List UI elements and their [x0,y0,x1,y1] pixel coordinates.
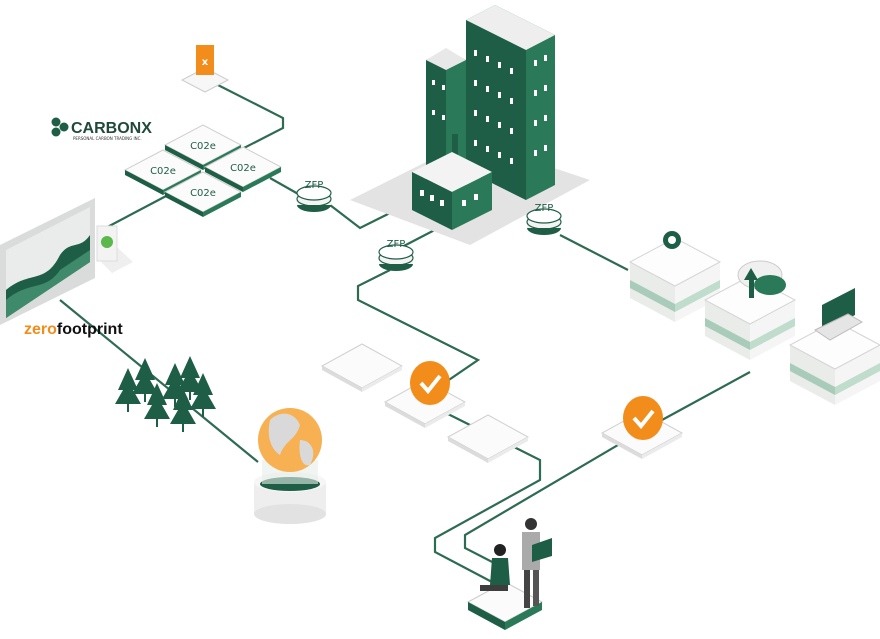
svg-text:zerofootprint: zerofootprint [24,321,123,338]
carbonx-tagline: PERSONAL CARBON TRADING INC. [73,136,142,141]
tree-icon [115,356,216,432]
laptop-icon [813,288,864,341]
co2-tile: C02e [164,171,242,218]
zfp-token: ZFP [526,203,562,236]
check-circle-icon [623,396,663,440]
co2-label: C02e [190,188,216,199]
carbonx-logo: CARBONX PERSONAL CARBON TRADING INC. [51,117,152,141]
server-gear [629,231,721,323]
cloud-upload-icon [737,260,786,298]
person-icon [480,544,510,591]
empty-tile [321,343,403,393]
zfp-label: ZFP [535,203,554,214]
co2-tile: C02e [164,124,242,171]
chart-monitor [0,198,95,325]
co2-label: C02e [230,163,256,174]
people-platform [466,518,552,630]
co2-label: C02e [190,141,216,152]
co2-tile: C02e [204,146,282,193]
connection-lines [59,81,751,583]
person-icon [522,518,552,608]
x-card-icon: x [180,45,230,93]
leaf-card-icon [96,225,133,273]
zfp-token: ZFP [296,180,332,213]
empty-tile [447,414,529,464]
zfp-label: ZFP [387,239,406,250]
zfp-token: ZFP [378,239,414,272]
check-circle-icon [410,361,450,405]
carbonx-name: CARBONX [71,120,152,137]
zfp-label: ZFP [305,180,324,191]
gear-icon [663,231,681,249]
co2-label: C02e [150,166,176,177]
factory-icon [412,134,492,230]
co2-tile: C02e [124,149,202,196]
zerofootprint-logo: zerofootprint [24,321,123,338]
svg-text:x: x [202,57,209,68]
server-laptop [789,288,880,406]
globe-icon [254,408,326,524]
server-cloud [704,260,796,361]
